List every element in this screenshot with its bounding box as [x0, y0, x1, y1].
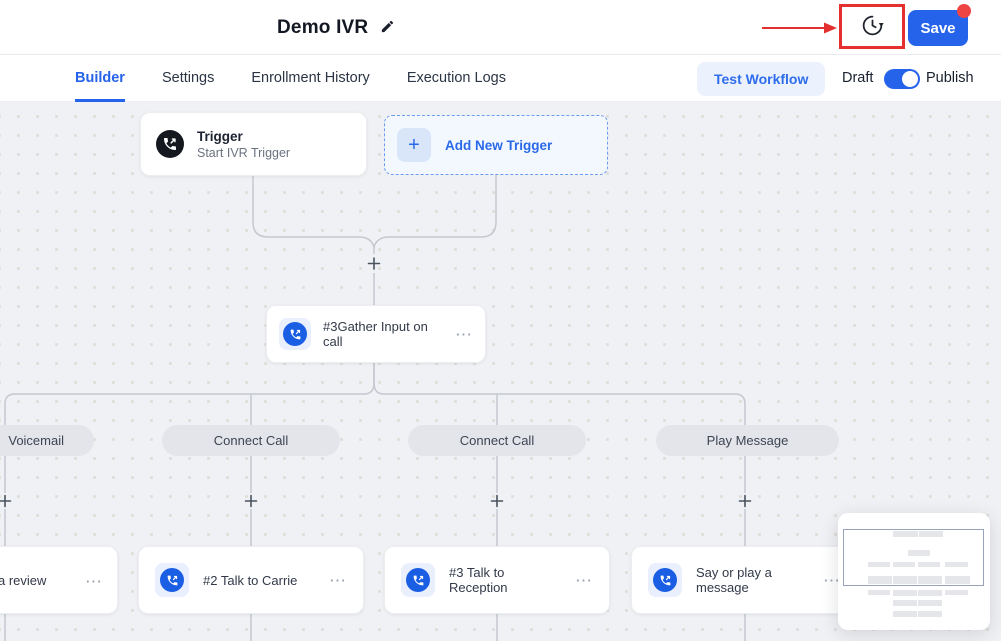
workflow-canvas[interactable]: Trigger Start IVR Trigger + Add New Trig…: [0, 102, 1001, 641]
phone-call-icon: [406, 568, 430, 592]
trigger-subtitle: Start IVR Trigger: [197, 145, 291, 160]
tab-settings[interactable]: Settings: [161, 70, 215, 86]
phone-icon-tile: [401, 563, 435, 597]
annotation-arrow: [762, 21, 838, 40]
phone-call-icon: [653, 568, 677, 592]
node-menu-button[interactable]: ⋯: [85, 572, 103, 591]
node-menu-button[interactable]: ⋯: [329, 570, 347, 590]
branch-label-play-message: Play Message: [656, 425, 839, 456]
page-title: Demo IVR: [277, 16, 369, 38]
edit-title-button[interactable]: [380, 19, 395, 37]
annotation-box: [839, 4, 905, 49]
branch-label-connect-call-2: Connect Call: [408, 425, 586, 456]
action-node-review[interactable]: a review ⋯: [0, 546, 118, 614]
phone-call-icon: [283, 322, 307, 346]
branch-label-voicemail: Voicemail: [0, 425, 94, 456]
action-node-talk-to-carrie[interactable]: #2 Talk to Carrie ⋯: [138, 546, 364, 614]
node-label: #3 Talk to Reception: [449, 565, 508, 595]
trigger-title: Trigger: [197, 128, 243, 144]
branch-label-connect-call-1: Connect Call: [162, 425, 340, 456]
tab-execution-logs[interactable]: Execution Logs: [406, 70, 506, 86]
add-new-trigger-button[interactable]: + Add New Trigger: [384, 115, 608, 175]
history-button[interactable]: [860, 13, 885, 41]
action-node-say-or-play[interactable]: Say or play a message ⋯: [631, 546, 858, 614]
tabs: Builder Settings Enrollment History Exec…: [75, 55, 506, 102]
trigger-node[interactable]: Trigger Start IVR Trigger: [140, 112, 367, 176]
publish-label: Publish: [926, 70, 974, 86]
toggle-knob: [902, 71, 918, 87]
action-node-talk-to-reception[interactable]: #3 Talk to Reception ⋯: [384, 546, 610, 614]
notification-dot: [957, 4, 971, 18]
node-label: #3Gather Input on call: [323, 319, 428, 349]
add-new-trigger-label: Add New Trigger: [445, 137, 553, 153]
pencil-icon: [380, 19, 395, 37]
node-label: a review: [0, 573, 47, 588]
node-label: Say or play a message: [696, 565, 772, 595]
node-menu-button[interactable]: ⋯: [575, 570, 593, 590]
add-step-plus-icons: [0, 257, 752, 508]
node-menu-button[interactable]: ⋯: [455, 324, 473, 344]
phone-call-icon: [160, 568, 184, 592]
phone-icon-tile: [648, 563, 682, 597]
connector-lines: [0, 175, 752, 641]
tab-builder[interactable]: Builder: [75, 55, 125, 102]
title-wrap: Demo IVR: [277, 0, 395, 55]
save-button[interactable]: Save: [908, 10, 968, 46]
draft-label: Draft: [842, 70, 874, 86]
phone-icon-tile: [279, 318, 311, 350]
publish-toggle[interactable]: [884, 69, 920, 89]
phone-call-icon: [156, 130, 184, 158]
minimap-viewport[interactable]: [843, 529, 984, 586]
plus-icon: +: [397, 128, 431, 162]
node-menu-button[interactable]: ⋯: [823, 570, 841, 590]
test-workflow-button[interactable]: Test Workflow: [697, 62, 826, 96]
minimap[interactable]: [838, 513, 990, 630]
tab-bar: Builder Settings Enrollment History Exec…: [0, 55, 1001, 102]
header: Demo IVR Save: [0, 0, 1001, 55]
trigger-text: Trigger Start IVR Trigger: [197, 129, 290, 160]
phone-icon-tile: [155, 563, 189, 597]
gather-input-node[interactable]: #3Gather Input on call ⋯: [266, 305, 486, 363]
tab-enrollment-history[interactable]: Enrollment History: [251, 70, 370, 86]
node-label: #2 Talk to Carrie: [203, 572, 298, 588]
clock-history-icon: [860, 13, 885, 41]
